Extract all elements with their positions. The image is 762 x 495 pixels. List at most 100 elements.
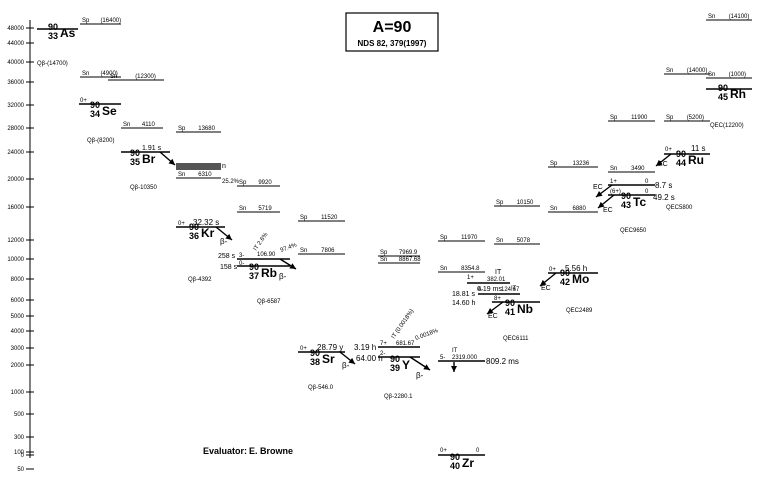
axis-tick-label: 16000 bbox=[7, 205, 24, 211]
nb90-ec-arrow bbox=[486, 301, 504, 315]
rb90-sn-level-type: Sn bbox=[300, 248, 307, 254]
nb90-sn-level-label: Sn 5078 bbox=[496, 238, 531, 244]
rb90-isomer-spin: 3- bbox=[239, 253, 244, 259]
as90-sn-level-2-type: Sn bbox=[110, 74, 117, 80]
mo90-sn-level-type: Sn bbox=[550, 206, 557, 212]
as90-sn-level-2-value: (12300) bbox=[135, 74, 156, 80]
sr90-beta-arrow bbox=[339, 351, 356, 365]
y90-isomer-it: IT (0.0018%) bbox=[391, 308, 416, 340]
br90-neutron-branch: 25.2% bbox=[222, 179, 240, 185]
rb90-sp-level-value: 11520 bbox=[321, 215, 338, 221]
ru90-label-symbol: Ru bbox=[688, 153, 704, 167]
as90-label-mass-number: 90 bbox=[48, 22, 58, 32]
se90-sn-level-value: 4110 bbox=[142, 122, 156, 128]
rh90-sn-level-1-value: (14100) bbox=[729, 14, 750, 20]
as90-sp-level-value: (16400) bbox=[100, 18, 121, 24]
axis-tick-label: 32000 bbox=[7, 103, 24, 109]
evaluator-label: Evaluator: bbox=[203, 446, 247, 456]
rh90-sn-level-3-value: (1000) bbox=[729, 72, 746, 78]
rb90-beta-label: β- bbox=[279, 272, 287, 281]
rh90-sn-level-1-label: Sn (14100) bbox=[708, 14, 749, 20]
mo90-label-atomic-number: 42 bbox=[560, 277, 570, 287]
nb90-ground-spin: 8+ bbox=[494, 296, 501, 302]
tc90-ground-ec-label: EC bbox=[603, 207, 613, 214]
axis-tick-label: 1000 bbox=[11, 390, 25, 396]
y90-isomer-spin: 7+ bbox=[380, 341, 387, 347]
nb90-sp-level-type: Sp bbox=[496, 200, 504, 206]
mo90-q-value: QEC2489 bbox=[566, 308, 593, 314]
sr90-beta-label: β- bbox=[342, 361, 350, 370]
ru90-ec-arrow-head bbox=[656, 159, 663, 166]
y90-beta-label: β- bbox=[416, 371, 424, 380]
br90-beta-arrow bbox=[159, 151, 176, 166]
mo90-sp-level-value: 13236 bbox=[573, 161, 590, 167]
br90-label-atomic-number: 35 bbox=[130, 157, 140, 167]
nb90-isomer2-spin: 4- bbox=[478, 287, 483, 293]
axis-tick-label: 5000 bbox=[11, 314, 25, 320]
nb90-sn-level-value: 5078 bbox=[517, 238, 531, 244]
br90-beta-arrow-head bbox=[168, 158, 175, 165]
tc90-label-atomic-number: 43 bbox=[621, 200, 631, 210]
zr90-isomer-half-life: 809.2 ms bbox=[486, 357, 519, 366]
sr90-q-value: Qβ-546.0 bbox=[308, 385, 334, 391]
rh90-sn-level-2-value: (14000) bbox=[687, 68, 708, 74]
sr90-beta-arrow-head bbox=[348, 357, 355, 364]
tc90-q-value: QEC9650 bbox=[620, 228, 647, 234]
nb90-label-symbol: Nb bbox=[517, 302, 533, 316]
kr90-q-value: Qβ-4392 bbox=[188, 277, 212, 283]
rb90-ground-half-life: 158 s bbox=[220, 264, 238, 271]
tc90-ground-ec-arrow-head bbox=[598, 201, 605, 208]
zr90-spin: 0+ bbox=[440, 448, 447, 454]
se90-sn-level-type: Sn bbox=[123, 122, 130, 128]
axis-tick-label: 6000 bbox=[11, 298, 25, 304]
zr90-sp-level-type: Sp bbox=[440, 235, 448, 241]
mo90-label-mass-number: 90 bbox=[560, 268, 570, 278]
y90-isomer-beta-pct: 0.0018% bbox=[415, 328, 440, 342]
ru90-ec-label: EC bbox=[658, 161, 668, 168]
rh90-sn-level-1-type: Sn bbox=[708, 14, 715, 20]
sr90-spin: 0+ bbox=[300, 346, 307, 352]
axis-tick-label: 10000 bbox=[7, 257, 24, 263]
mo90-ec-arrow-head bbox=[540, 279, 547, 286]
rh90-label-symbol: Rh bbox=[730, 87, 746, 101]
axis-tick-label: 0 bbox=[21, 453, 25, 459]
nb90-q-value: QEC6111 bbox=[503, 336, 529, 342]
br90-sn-level-value: 6310 bbox=[198, 172, 212, 178]
axis-tick-label: 50 bbox=[17, 467, 24, 473]
zr90-isomer-spin: 5- bbox=[440, 355, 445, 361]
as90-q-value: Qβ-(14700) bbox=[37, 61, 68, 67]
as90-label-atomic-number: 33 bbox=[48, 31, 58, 41]
tc90-ground-spin: (6+) bbox=[610, 189, 621, 195]
tc90-isomer-ec-arrow bbox=[595, 184, 613, 198]
tc90-label-mass-number: 90 bbox=[621, 191, 631, 201]
se90-label-mass-number: 90 bbox=[90, 100, 100, 110]
y90-beta-arrow-head bbox=[423, 364, 430, 370]
y90-beta-arrow bbox=[409, 356, 431, 371]
axis-tick-label: 2000 bbox=[11, 363, 25, 369]
ru90-sp-level-type: Sp bbox=[666, 115, 674, 121]
axis-tick-label: 4000 bbox=[11, 329, 25, 335]
axis-tick-label: 12000 bbox=[7, 238, 24, 244]
rb90-isomer-it: IT 2.6% bbox=[253, 231, 270, 252]
se90-q-value: Qβ-(8200) bbox=[87, 138, 114, 144]
nb90-label-mass-number: 90 bbox=[505, 298, 515, 308]
br90-neutron-label: n bbox=[222, 163, 226, 170]
tc90-isomer-spin: 1+ bbox=[610, 179, 617, 185]
tc90-sp-level-value: 11900 bbox=[631, 115, 648, 121]
rb90-isomer-beta-pct: 97.4% bbox=[280, 242, 299, 254]
axis-tick-label: 28000 bbox=[7, 126, 24, 132]
ru90-sp-level-label: Sp(5200) bbox=[666, 115, 704, 121]
nb90-isomer1-half-life: 6.19 ms bbox=[477, 286, 502, 293]
br90-label-symbol: Br bbox=[142, 152, 156, 166]
axis-tick-label: 500 bbox=[14, 412, 25, 418]
mo90-half-life: 5.56 h bbox=[565, 264, 587, 273]
nb90-sn-level-type: Sn bbox=[496, 238, 503, 244]
nb90-sp-level-value: 10150 bbox=[517, 200, 534, 206]
